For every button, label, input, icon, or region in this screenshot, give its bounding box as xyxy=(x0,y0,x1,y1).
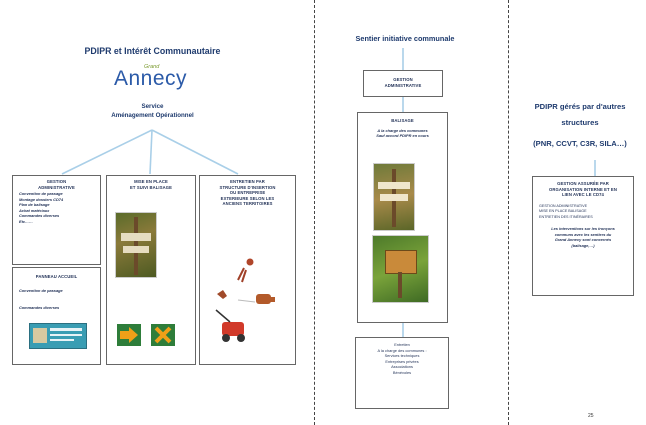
middle-gestion-line1: GESTION xyxy=(393,77,413,82)
middle-entretien-line: Associations xyxy=(391,364,413,370)
middle-entretien-box: Entretien A la charge des communes : Ser… xyxy=(355,337,449,409)
separator-right xyxy=(508,0,509,425)
left-gestion-title2: ADMINISTRATIVE xyxy=(38,184,75,190)
middle-entretien-line: Bénévoles xyxy=(392,369,412,375)
right-title-line1: PDIPR gérés par d'autres xyxy=(534,102,626,111)
left-gestion-item: Convention de passage xyxy=(19,191,63,196)
arrow-icon xyxy=(117,324,141,346)
right-box-item: GESTION ADMINISTRATIVE xyxy=(539,203,588,208)
middle-gestion-line2: ADMINISTRATIVE xyxy=(384,82,422,88)
chainsaw-icon xyxy=(237,294,275,304)
service-line1: Service xyxy=(141,103,164,110)
right-box-note: (balisage,…) xyxy=(571,243,595,249)
page-number: 25 xyxy=(588,413,594,419)
panneau-accueil-image xyxy=(29,323,87,349)
tool-illustrations xyxy=(215,258,275,342)
separator-left xyxy=(314,0,315,425)
right-box-item: MISE EN PLACE BALISAGE xyxy=(539,209,587,214)
pruning-shears-icon xyxy=(237,258,254,283)
left-entretien-line: EXTERIEURE SELON LES xyxy=(220,195,275,201)
middle-entretien-line: Entreprises privées xyxy=(385,358,419,364)
right-title-line2: structures xyxy=(561,118,599,127)
left-gestion-item: Montage dossiers CD74 xyxy=(19,196,64,202)
right-box-head: ORGANISATION INTERNE ET EN xyxy=(549,186,617,192)
left-gestion-box: GESTION ADMINISTRATIVE Convention de pas… xyxy=(12,175,101,265)
left-balisage-title2: ET SUIVI BALISAGE xyxy=(130,184,172,190)
middle-entretien-line: Services techniques xyxy=(384,353,420,359)
left-title: PDIPR et Intérêt Communautaire xyxy=(84,46,221,56)
left-entretien-line: ENTRETIEN PAR xyxy=(230,179,265,184)
middle-entretien-line: Entretien xyxy=(394,342,410,347)
left-entretien-box: ENTRETIEN PAR STRUCTURE D'INSERTION OU E… xyxy=(199,175,296,365)
right-box-item: ENTRETIEN DES ITINÉRAIRES xyxy=(539,214,593,219)
left-entretien-line: STRUCTURE D'INSERTION xyxy=(219,184,276,190)
balisage-signpost-photo xyxy=(373,163,415,231)
right-box-head: GESTION ASSURÉE PAR xyxy=(557,181,609,186)
left-balisage-title1: MISE EN PLACE xyxy=(134,179,168,184)
left-entretien-line: OU ENTREPRISE xyxy=(229,190,266,195)
left-gestion-item: Achat matériaux xyxy=(19,207,50,213)
grand-annecy-logo: Grand Annecy xyxy=(110,64,200,92)
left-entretien-line: ANCIENS TERRITOIRES xyxy=(222,201,273,206)
right-box: GESTION ASSURÉE PAR ORGANISATION INTERNE… xyxy=(532,176,634,296)
left-gestion-title1: GESTION xyxy=(46,179,67,184)
middle-title: Sentier initiative communale xyxy=(355,34,455,43)
middle-entretien-line: A la charge des communes : xyxy=(377,347,427,353)
right-box-note: communs avec les sentiers du xyxy=(554,231,612,237)
logo-big-text: Annecy xyxy=(114,67,188,90)
middle-balisage-line1: A la charge des communes xyxy=(377,127,428,133)
left-panneau-box: PANNEAU ACCUEIL Convention de passage Co… xyxy=(12,267,101,365)
brush-cutter-icon xyxy=(215,309,245,342)
service-line2: Aménagement Opérationnel xyxy=(111,112,194,119)
left-panneau-item: Convention de passage xyxy=(19,287,63,293)
saw-icon xyxy=(217,290,227,299)
right-box-note: Les interventions sur les tronçons xyxy=(551,226,615,232)
left-gestion-item: Plan de balisage xyxy=(19,202,50,208)
left-gestion-item: Commandes diverses xyxy=(19,213,60,219)
left-gestion-item: Etc…… xyxy=(19,218,33,224)
middle-balisage-title: BALISAGE xyxy=(391,118,414,123)
right-title-line3: (PNR, CCVT, C3R, SILA…) xyxy=(533,139,627,148)
right-box-head: LIEN AVEC LE CD74 xyxy=(562,192,604,197)
cross-icon xyxy=(151,324,175,346)
logo-small-text: Grand xyxy=(144,64,160,70)
balisage-panel-photo xyxy=(372,235,429,303)
left-panneau-item: Commandes diverses xyxy=(19,305,60,311)
middle-balisage-box: BALISAGE A la charge des communes Sauf a… xyxy=(357,112,448,323)
signpost-photo xyxy=(115,212,157,278)
left-balisage-box: MISE EN PLACE ET SUIVI BALISAGE xyxy=(106,175,196,365)
right-box-note: Grand Annecy sont concernés xyxy=(554,237,612,243)
left-panneau-title: PANNEAU ACCUEIL xyxy=(35,274,78,279)
middle-balisage-line2: Sauf accord PDIPR en cours xyxy=(376,133,429,139)
middle-gestion-box: GESTION ADMINISTRATIVE xyxy=(363,70,443,97)
